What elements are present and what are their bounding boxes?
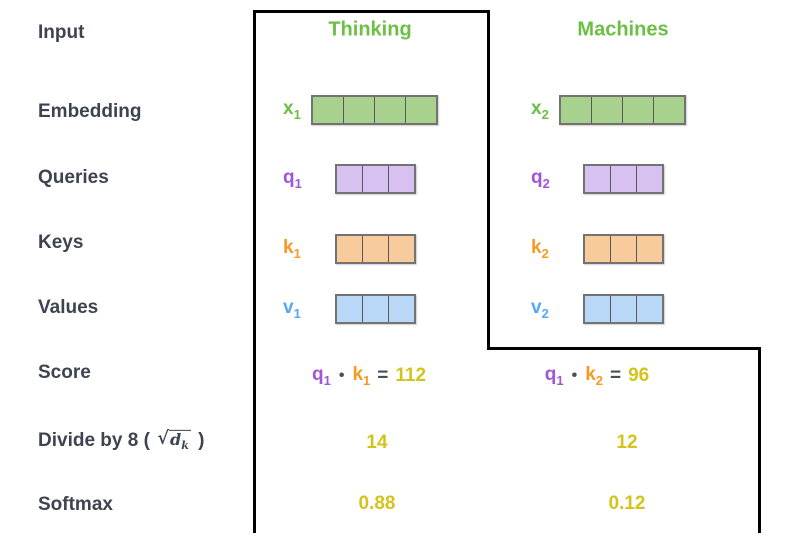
vector-cell xyxy=(363,166,389,192)
vector-cell xyxy=(375,97,406,123)
vector-cell xyxy=(389,166,414,192)
row-label-embedding: Embedding xyxy=(38,101,142,122)
divided-value-1: 14 xyxy=(366,432,388,453)
box-border-left xyxy=(253,10,256,533)
v1-label: v1 xyxy=(283,297,301,321)
v2-label: v2 xyxy=(531,297,549,321)
vector-cell xyxy=(654,97,684,123)
vector-cell xyxy=(611,296,637,322)
vector-cell xyxy=(637,296,662,322)
x2-vector xyxy=(559,95,686,125)
vector-cell xyxy=(637,166,662,192)
sqrt-symbol: √ xyxy=(157,427,170,449)
x1-label: x1 xyxy=(283,98,301,122)
sqrt-radicand: dk xyxy=(169,429,191,453)
k1-label: k1 xyxy=(283,237,301,261)
score1-k-term: k1 xyxy=(352,364,371,388)
vector-cell xyxy=(611,236,637,262)
score1-q-term: q1 xyxy=(311,364,331,388)
key-row-1: k1 xyxy=(283,234,416,264)
box-border-right-lower xyxy=(758,347,761,533)
q2-vector xyxy=(583,164,664,194)
sqrt-dk-math: √dk xyxy=(157,427,191,453)
vector-cell xyxy=(592,97,623,123)
dot-product-symbol: • xyxy=(338,366,345,384)
vector-cell xyxy=(337,236,363,262)
q2-label: q2 xyxy=(531,167,550,191)
vector-cell xyxy=(585,236,611,262)
embedding-row-2: x2 xyxy=(531,95,686,125)
query-row-1: q1 xyxy=(283,164,416,194)
vector-cell xyxy=(337,166,363,192)
row-label-score: Score xyxy=(38,362,91,383)
score-expression-2: q1 • k2 = 96 xyxy=(545,364,650,388)
vector-cell xyxy=(561,97,592,123)
embedding-row-1: x1 xyxy=(283,95,438,125)
vector-cell xyxy=(363,236,389,262)
v1-vector xyxy=(335,294,416,324)
score2-q-term: q1 xyxy=(544,364,564,388)
row-label-divide: Divide by 8 ( √dk ) xyxy=(38,427,205,453)
v2-vector xyxy=(583,294,664,324)
divide-label-prefix: Divide by 8 ( xyxy=(38,430,156,451)
vector-cell xyxy=(623,97,654,123)
query-row-2: q2 xyxy=(531,164,664,194)
vector-cell xyxy=(585,166,611,192)
box-border-step xyxy=(487,347,761,350)
score1-result: 112 xyxy=(395,364,427,386)
equals-sign: = xyxy=(610,364,622,386)
vector-cell xyxy=(406,97,436,123)
vector-cell xyxy=(344,97,375,123)
q1-vector xyxy=(335,164,416,194)
row-label-softmax: Softmax xyxy=(38,494,113,515)
vector-cell xyxy=(637,236,662,262)
row-label-keys: Keys xyxy=(38,232,84,253)
divided-value-2: 12 xyxy=(616,432,638,453)
k2-vector xyxy=(583,234,664,264)
divide-label-suffix: ) xyxy=(192,430,205,451)
q1-label: q1 xyxy=(283,167,302,191)
k1-vector xyxy=(335,234,416,264)
value-row-2: v2 xyxy=(531,294,664,324)
column-title-thinking: Thinking xyxy=(328,18,412,41)
score-expression-1: q1 • k1 = 112 xyxy=(312,364,426,388)
k2-label: k2 xyxy=(531,237,549,261)
x1-vector xyxy=(311,95,438,125)
score2-result: 96 xyxy=(628,364,650,386)
column-title-machines: Machines xyxy=(577,18,669,41)
vector-cell xyxy=(337,296,363,322)
vector-cell xyxy=(363,296,389,322)
box-border-right-upper xyxy=(487,10,490,350)
vector-cell xyxy=(389,236,414,262)
vector-cell xyxy=(313,97,344,123)
x2-label: x2 xyxy=(531,98,549,122)
key-row-2: k2 xyxy=(531,234,664,264)
vector-cell xyxy=(389,296,414,322)
vector-cell xyxy=(585,296,611,322)
softmax-value-1: 0.88 xyxy=(358,493,396,514)
equals-sign: = xyxy=(377,364,389,386)
row-label-input: Input xyxy=(38,22,85,43)
value-row-1: v1 xyxy=(283,294,416,324)
row-label-values: Values xyxy=(38,297,99,318)
score2-k-term: k2 xyxy=(585,364,604,388)
box-border-top xyxy=(253,10,490,13)
row-label-queries: Queries xyxy=(38,167,109,188)
softmax-value-2: 0.12 xyxy=(608,493,646,514)
vector-cell xyxy=(611,166,637,192)
dot-product-symbol: • xyxy=(571,366,578,384)
